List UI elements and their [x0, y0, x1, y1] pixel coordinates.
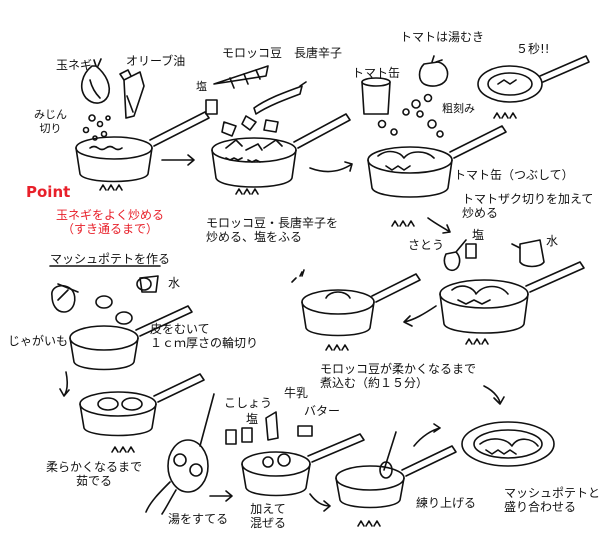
label-boil-soft: 柔らかくなるまで 茹でる [46, 460, 143, 488]
arrow-m1-m2 [59, 371, 70, 397]
pepper-shaker-icon [225, 429, 237, 445]
butter-icon [297, 425, 313, 437]
label-salt-3: 塩 [246, 412, 259, 426]
label-rough-chop: 粗刻み [442, 102, 475, 115]
heat-marks-7 [111, 446, 135, 453]
label-simmer-note: モロッコ豆が柔かくなるまで 煮込む（約１５分） [320, 362, 477, 390]
falling-onion-bits [82, 114, 111, 141]
label-peel-slice: 皮をむいて １ｃｍ厚さの輪切り [150, 322, 259, 350]
veg-pieces [221, 115, 279, 137]
water-pitcher-icon [511, 239, 545, 268]
label-salt-2: 塩 [472, 228, 485, 242]
label-olive-oil: オリーブ油 [126, 54, 186, 68]
label-butter: バター [304, 404, 341, 418]
oil-bottle-icon [119, 69, 145, 119]
arrow-1-2 [161, 154, 195, 166]
arrow-m3-m4 [209, 490, 233, 502]
lidded-pot [291, 269, 421, 337]
salt-shaker-2 [465, 243, 477, 259]
arrow-4-5 [403, 305, 437, 327]
label-pepper: こしょう [224, 396, 273, 410]
milk-carton-icon [265, 411, 279, 441]
heat-marks-6 [325, 344, 349, 351]
okra-icon [213, 65, 269, 89]
heat-marks-2 [235, 188, 259, 195]
label-onion: 玉ネギ [56, 58, 93, 72]
sugar-spoon-icon [443, 239, 467, 272]
label-salt-1: 塩 [196, 80, 207, 93]
label-milk: 牛乳 [284, 386, 309, 400]
saucepan-4 [439, 261, 585, 334]
label-tomato-can-crushed: トマト缶（つぶして） [454, 168, 574, 182]
label-point: Point [26, 183, 71, 201]
heat-marks-8 [357, 520, 381, 527]
label-five-sec: ５秒!! [516, 42, 550, 56]
tomato-icon [418, 55, 449, 87]
arrow-5-6 [483, 385, 505, 405]
tomato-can-icon [361, 77, 391, 115]
heat-marks-4 [391, 220, 415, 227]
heat-marks-5 [465, 338, 489, 345]
label-serve: マッシュポテトと 盛り合わせる [504, 486, 601, 514]
water-cup-icon [139, 275, 159, 293]
salt-shaker-3 [241, 427, 253, 443]
arrow-m5-plate [413, 423, 441, 447]
arrow-3-4 [427, 217, 451, 234]
label-water-2: 水 [168, 276, 181, 290]
tomato-chunks [377, 93, 444, 138]
label-okra-chili: モロッコ豆 長唐辛子 [222, 46, 343, 60]
label-mash-title: マッシュポテトを作る [50, 252, 171, 266]
label-add-mix: 加えて 混ぜる [250, 502, 287, 530]
label-drain: 湯をすてる [168, 512, 229, 526]
label-potato: じゃがいも [8, 334, 69, 348]
salt-shaker-1 [205, 99, 218, 115]
saucepan-7 [241, 433, 365, 497]
label-tomato-can: トマト缶 [352, 66, 401, 80]
knife-icon [57, 283, 79, 293]
chili-icon [253, 81, 307, 115]
label-saute-note: モロッコ豆・長唐辛子を 炒める、塩をふる [206, 216, 339, 244]
label-water-1: 水 [546, 234, 559, 248]
label-tomato-chunk-note: トマトザク切りを加えて 炒める [462, 192, 594, 220]
onion-icon [80, 58, 111, 104]
label-knead: 練り上げる [416, 496, 477, 510]
potato-slices [95, 277, 152, 325]
heat-marks-1 [99, 184, 123, 191]
label-point-note: 玉ネギをよく炒める （すき通るまで） [56, 208, 165, 236]
serving-plate [461, 421, 555, 467]
saucepan-3 [367, 125, 507, 198]
saucepan-1 [75, 111, 210, 183]
saucepan-2 [211, 113, 351, 188]
label-tomato-blanch: トマトは湯むき [400, 30, 485, 44]
saucepan-5 [69, 305, 193, 371]
potato-icon [51, 284, 76, 313]
draining-pot [145, 393, 215, 515]
heat-marks-3 [493, 112, 517, 119]
arrow-m4-m5 [309, 493, 331, 512]
label-sugar: さとう [408, 238, 445, 252]
label-minced: みじん 切り [34, 108, 67, 135]
arrow-2-3 [309, 161, 353, 173]
frying-pan-1 [477, 55, 590, 103]
saucepan-6 [79, 373, 205, 437]
saucepan-8 [335, 431, 457, 509]
